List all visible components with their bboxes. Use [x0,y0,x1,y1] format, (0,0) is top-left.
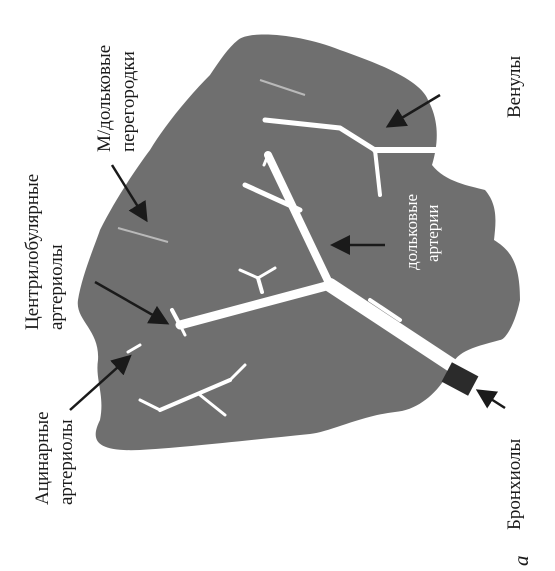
arrow-bronchiole [480,392,505,408]
label-acinar-line2: артериолы [56,419,77,505]
label-acinar-line1: Ацинарные [32,411,53,505]
label-septa-line1: М/дольковые [94,45,115,152]
label-lobular-arteries-line2: артерии [423,205,442,263]
label-septa-line2: перегородки [118,51,139,152]
label-lobular-arteries-line1: дольковые [402,194,421,270]
panel-letter: a [509,556,533,567]
label-centrilobular-line1: Центрилобулярные [22,174,43,330]
label-bronchioles: Бронхиолы [504,439,525,530]
label-venules: Венулы [504,56,525,118]
label-centrilobular-line2: артериолы [46,244,67,330]
